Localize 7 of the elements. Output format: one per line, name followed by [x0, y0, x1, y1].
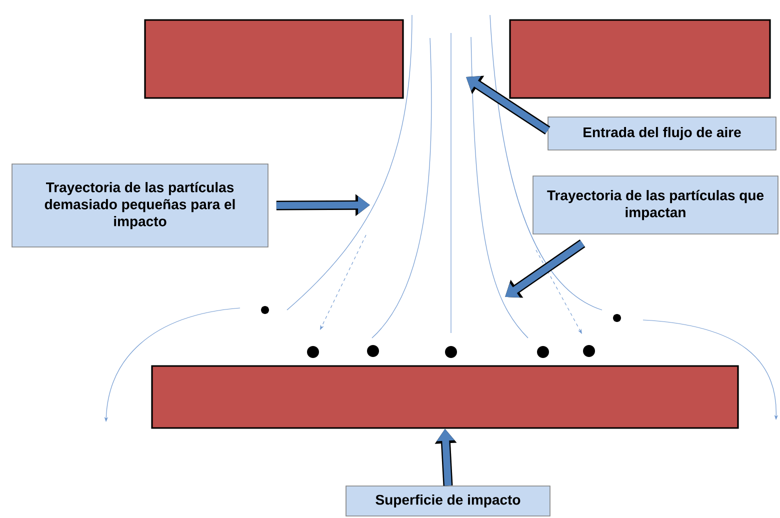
- plate-block: [509, 19, 771, 99]
- label-box: Superficie de impacto: [346, 486, 550, 516]
- plate-block: [151, 365, 739, 429]
- label-box: Entrada del flujo de aire: [548, 116, 776, 150]
- plate-block: [144, 19, 404, 99]
- label-box: Trayectoria de las partículas demasiado pequeñas para el impacto: [12, 164, 268, 248]
- label-box: Trayectoria de las partículas que impactan: [532, 176, 778, 234]
